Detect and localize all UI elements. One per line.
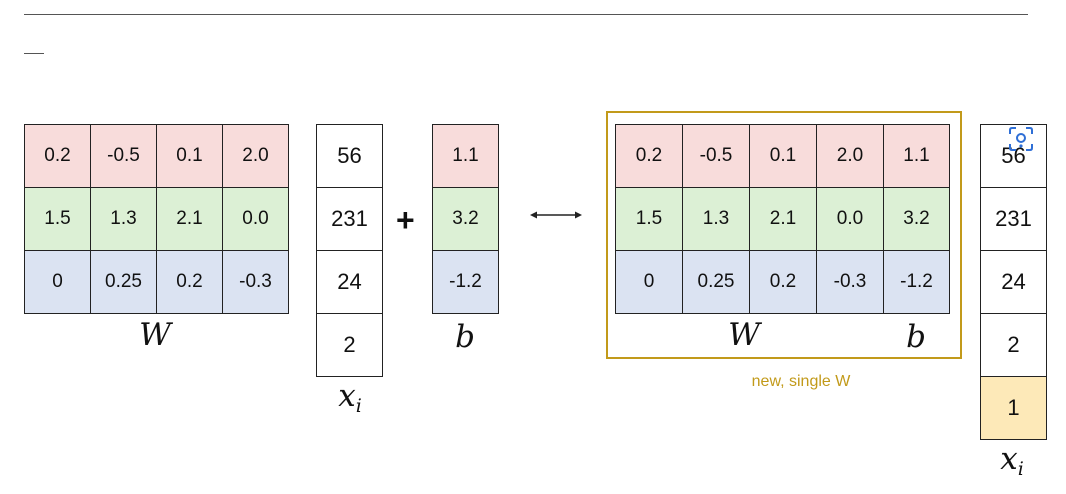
matrix-cell: 1.5 bbox=[615, 187, 683, 251]
matrix-cell: 0.0 bbox=[222, 187, 289, 251]
matrix-cell: 1.5 bbox=[24, 187, 91, 251]
bias-cell: 1.1 bbox=[432, 124, 499, 188]
right-x-symbol: x bbox=[1000, 441, 1018, 477]
matrix-cell: 0.1 bbox=[156, 124, 223, 188]
matrix-cell: 1.3 bbox=[682, 187, 750, 251]
plus-sign: + bbox=[396, 202, 415, 238]
matrix-cell: 0.2 bbox=[749, 250, 817, 314]
vector-cell: 2 bbox=[980, 313, 1047, 377]
matrix-cell: 2.0 bbox=[816, 124, 884, 188]
left-b-label: b bbox=[455, 319, 475, 355]
combined-matrix-frame bbox=[606, 111, 962, 359]
matrix-cell: -0.3 bbox=[222, 250, 289, 314]
vector-cell: 56 bbox=[980, 124, 1047, 188]
short-rule bbox=[24, 53, 44, 54]
matrix-cell: 0.2 bbox=[24, 124, 91, 188]
right-w-label: W bbox=[728, 317, 760, 353]
matrix-cell: 0 bbox=[24, 250, 91, 314]
matrix-cell: 0.1 bbox=[749, 124, 817, 188]
left-x-subscript: i bbox=[355, 395, 362, 417]
vector-cell: 56 bbox=[316, 124, 383, 188]
matrix-cell: -0.3 bbox=[816, 250, 884, 314]
bias-cell: -1.2 bbox=[432, 250, 499, 314]
matrix-cell: 0 bbox=[615, 250, 683, 314]
left-w-label: W bbox=[139, 317, 171, 353]
matrix-cell: -0.5 bbox=[90, 124, 157, 188]
vector-cell: 231 bbox=[316, 187, 383, 251]
matrix-cell: 2.1 bbox=[156, 187, 223, 251]
new-single-w-caption: new, single W bbox=[751, 373, 851, 390]
double-arrow-icon bbox=[530, 211, 582, 219]
bias-cell: 3.2 bbox=[432, 187, 499, 251]
bias-cell: 3.2 bbox=[883, 187, 950, 251]
left-x-symbol: x bbox=[338, 378, 356, 414]
matrix-cell: 0.0 bbox=[816, 187, 884, 251]
matrix-cell: 0.25 bbox=[682, 250, 750, 314]
vector-cell: 231 bbox=[980, 187, 1047, 251]
matrix-cell: 0.25 bbox=[90, 250, 157, 314]
right-x-label: xi bbox=[980, 444, 1044, 479]
right-x-subscript: i bbox=[1017, 458, 1024, 480]
bias-cell: -1.2 bbox=[883, 250, 950, 314]
matrix-cell: -0.5 bbox=[682, 124, 750, 188]
top-rule bbox=[24, 14, 1028, 15]
vector-cell: 2 bbox=[316, 313, 383, 377]
matrix-cell: 2.0 bbox=[222, 124, 289, 188]
matrix-cell: 1.3 bbox=[90, 187, 157, 251]
left-x-label: xi bbox=[318, 381, 382, 416]
vector-cell: 1 bbox=[980, 376, 1047, 440]
matrix-cell: 0.2 bbox=[156, 250, 223, 314]
vector-cell: 24 bbox=[316, 250, 383, 314]
visual-search-icon[interactable] bbox=[1008, 126, 1034, 152]
vector-cell: 24 bbox=[980, 250, 1047, 314]
bias-cell: 1.1 bbox=[883, 124, 950, 188]
right-b-label: b bbox=[906, 319, 926, 355]
matrix-cell: 0.2 bbox=[615, 124, 683, 188]
matrix-cell: 2.1 bbox=[749, 187, 817, 251]
